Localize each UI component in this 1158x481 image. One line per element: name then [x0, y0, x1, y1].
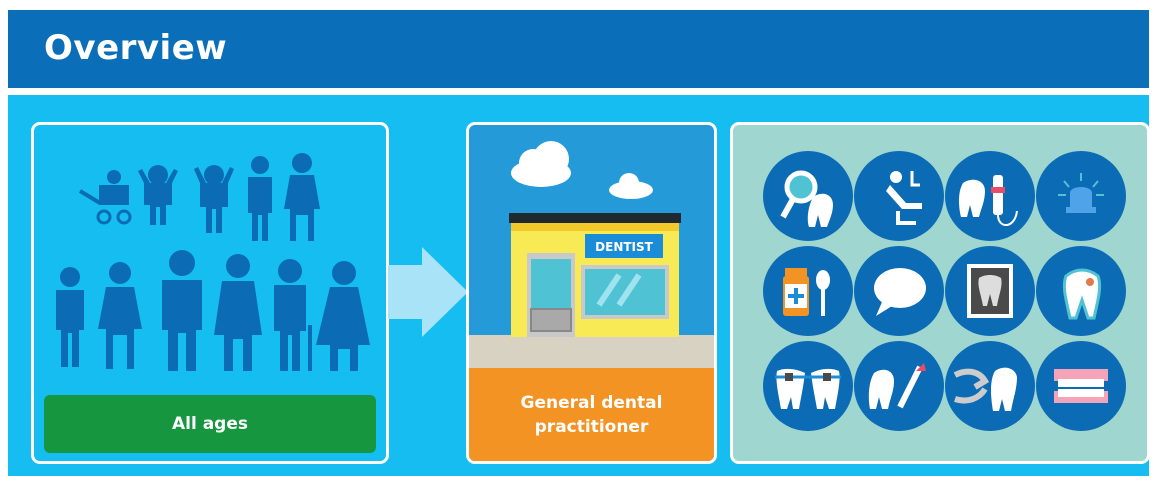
teen-girl-icon [98, 262, 142, 369]
woman-icon [214, 254, 262, 371]
dental-services-panel [730, 122, 1150, 464]
man-icon [162, 250, 202, 371]
arrow-right-icon [388, 247, 468, 337]
braces-icon [763, 341, 853, 431]
overview-header: Overview [8, 10, 1149, 88]
dental-examination-icon [763, 151, 853, 241]
dentist-sign: DENTIST [595, 240, 653, 254]
elderly-man-icon [274, 259, 312, 371]
page-title: Overview [44, 28, 228, 68]
scalpel-icon [854, 341, 944, 431]
dentist-panel: DENTIST General dental practitioner [466, 122, 717, 464]
dental-drill-icon [945, 151, 1035, 241]
cloud-icon [511, 141, 653, 199]
speech-bubble-icon [854, 246, 944, 336]
child-icon [194, 165, 234, 233]
emergency-light-icon [1036, 151, 1126, 241]
dental-chair-icon [854, 151, 944, 241]
general-dental-practitioner-label: General dental practitioner [469, 368, 714, 461]
all-ages-panel: All ages [31, 122, 389, 464]
boy-icon [248, 156, 272, 241]
dentures-icon [1036, 341, 1126, 431]
girl-icon [284, 153, 320, 241]
tooth-extraction-icon [945, 341, 1035, 431]
medication-icon [763, 246, 853, 336]
stroller-icon [78, 170, 132, 225]
dental-xray-icon [945, 246, 1035, 336]
tooth-decay-icon [1036, 246, 1126, 336]
all-ages-label: All ages [44, 395, 376, 453]
dentist-building-illustration: DENTIST [469, 141, 714, 370]
boy-2-icon [56, 267, 84, 367]
people-illustration [56, 153, 370, 371]
toddler-icon [138, 165, 178, 225]
elderly-woman-icon [316, 261, 370, 371]
